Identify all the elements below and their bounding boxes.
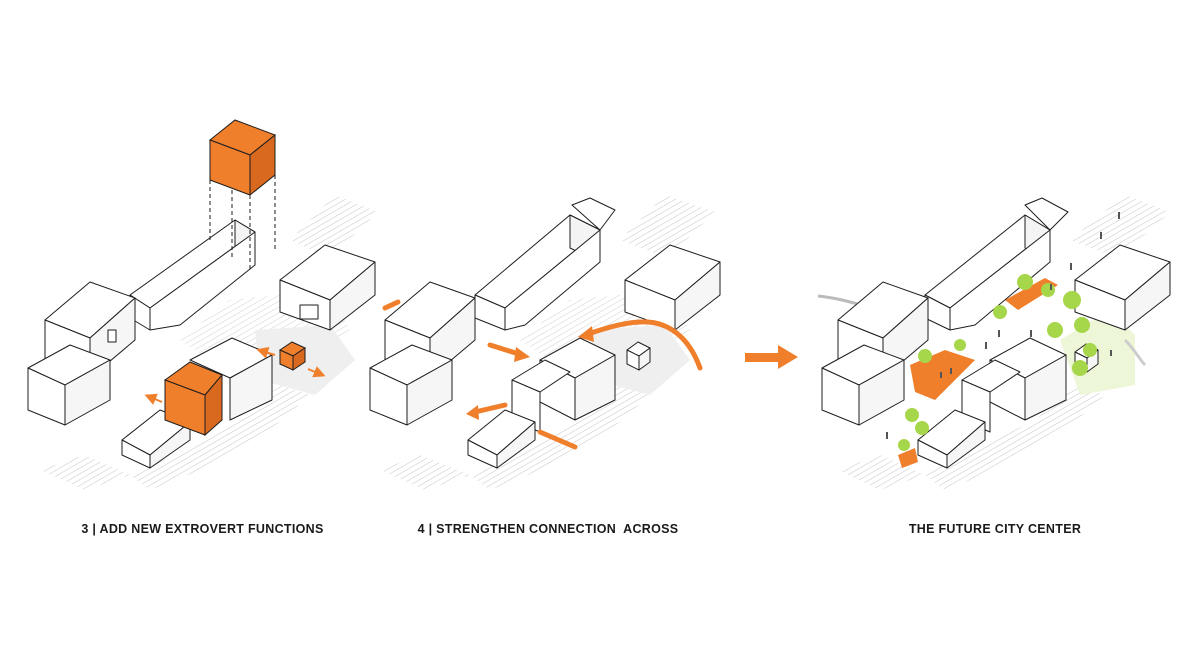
people	[886, 212, 1120, 439]
connection-arrows	[382, 299, 703, 450]
buildings	[369, 197, 721, 469]
caption-step4: 4 | STRENGTHEN CONNECTION ACROSS	[417, 522, 679, 536]
panel-step4	[369, 195, 721, 490]
panel-step3	[27, 119, 378, 490]
caption-future-city-center: THE FUTURE CITY CENTER	[908, 522, 1082, 536]
panel-future	[817, 195, 1171, 490]
park-path	[1123, 338, 1147, 367]
caption-step3: 3 | ADD NEW EXTROVERT FUNCTIONS	[81, 522, 324, 536]
buildings	[821, 197, 1171, 469]
street	[817, 195, 1170, 490]
new-functions	[144, 119, 326, 437]
transition-arrow-icon	[745, 345, 798, 369]
buildings	[27, 219, 376, 469]
trees	[898, 274, 1097, 451]
